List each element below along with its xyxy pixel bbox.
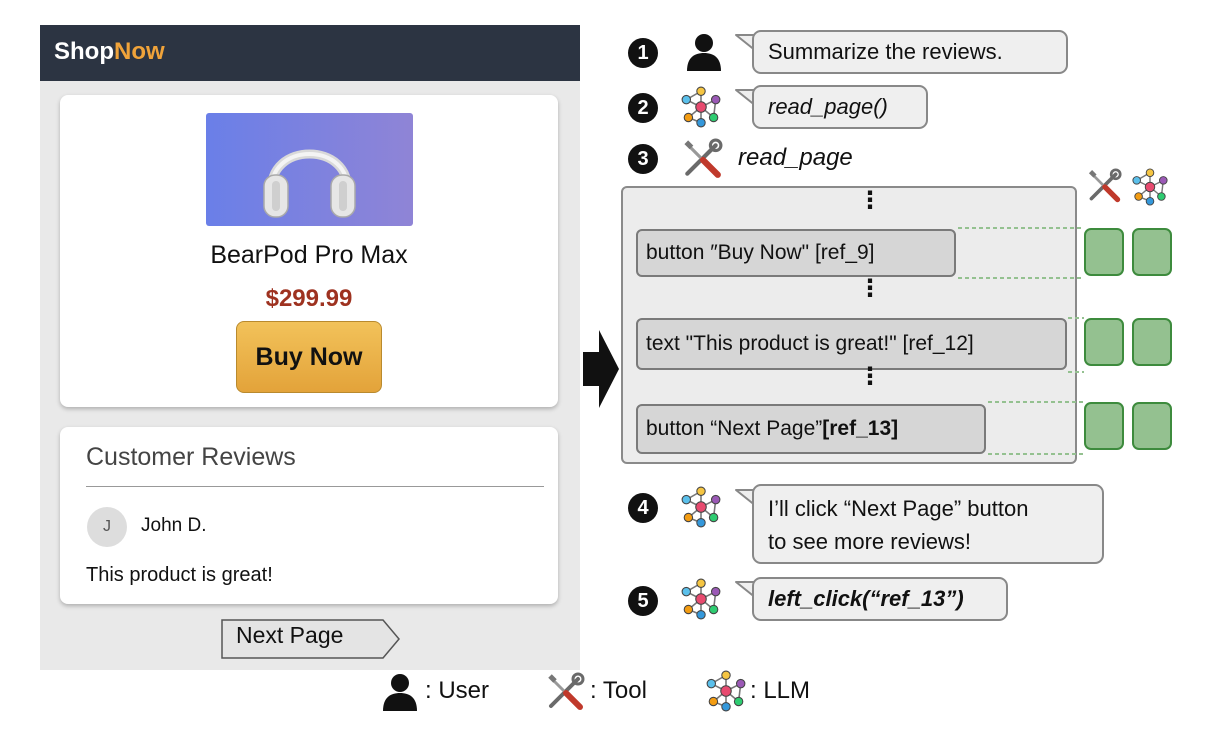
tool-icon — [545, 672, 585, 712]
llm-icon — [1131, 168, 1169, 206]
ellipsis: ⋮ — [858, 187, 882, 214]
brand-part-shop: Shop — [54, 38, 114, 65]
next-page-label: Next Page — [236, 622, 344, 648]
flow-arrow — [583, 330, 619, 408]
ellipsis: ⋮ — [858, 275, 882, 302]
tree-item-text: button ″Buy Now" [ref_9] — [646, 241, 875, 264]
tree-item-next-page: button “Next Page” [ref_13] — [636, 404, 986, 454]
reviews-title: Customer Reviews — [86, 443, 296, 471]
llm-action-bubble: left_click(“ref_13”) — [752, 577, 1008, 621]
ellipsis: ⋮ — [858, 363, 882, 390]
shop-page-mock: ShopNow BearPod Pro Max $299.99 Buy Now … — [40, 25, 580, 670]
tool-cell — [1084, 402, 1124, 450]
brand-part-now: Now — [114, 38, 165, 65]
reviewer-name: John D. — [141, 515, 207, 536]
product-image — [206, 113, 413, 226]
tool-cell — [1084, 228, 1124, 276]
tree-item-text: text "This product is great!" [ref_12] — [646, 332, 974, 355]
step-number-2: 2 — [628, 93, 658, 123]
step-number-3: 3 — [628, 144, 658, 174]
legend-llm-label: : LLM — [750, 677, 811, 704]
llm-tool-call-bubble: read_page() — [752, 85, 928, 129]
step-number-5: 5 — [628, 586, 658, 616]
llm-icon — [680, 86, 722, 128]
product-price: $299.99 — [265, 285, 353, 312]
llm-message-line-2: to see more reviews! — [768, 529, 971, 554]
step-number-1: 1 — [628, 38, 658, 68]
llm-icon — [680, 578, 722, 620]
user-message-text: Summarize the reviews. — [768, 39, 1003, 64]
legend-user-label: : User — [425, 677, 490, 704]
step-number-4: 4 — [628, 493, 658, 523]
connector-lines — [958, 227, 1084, 455]
llm-cell — [1132, 318, 1172, 366]
user-icon — [380, 672, 420, 712]
llm-cell — [1132, 402, 1172, 450]
llm-icon — [705, 670, 747, 712]
reviews-card: Customer Reviews J John D. This product … — [60, 427, 558, 604]
buy-now-button[interactable]: Buy Now — [236, 321, 382, 393]
tool-call-text: read_page() — [768, 94, 888, 119]
avatar: J — [87, 507, 127, 547]
llm-icon — [680, 486, 722, 528]
tool-cell — [1084, 318, 1124, 366]
next-page-button[interactable] — [221, 619, 401, 659]
tree-item-review-text: text "This product is great!" [ref_12] — [636, 318, 1067, 370]
tool-icon — [680, 138, 724, 180]
legend-tool-label: : Tool — [590, 677, 647, 704]
action-call-text: left_click(“ref_13”) — [768, 586, 964, 611]
brand-logo[interactable]: ShopNow — [54, 38, 165, 66]
review-text: This product is great! — [86, 564, 273, 586]
llm-cell — [1132, 228, 1172, 276]
tool-icon — [1086, 168, 1122, 204]
user-icon — [684, 30, 724, 74]
product-card: BearPod Pro Max $299.99 Buy Now — [60, 95, 558, 407]
product-name: BearPod Pro Max — [210, 241, 408, 269]
divider — [86, 486, 544, 487]
shop-header: ShopNow — [40, 25, 580, 81]
headphones-icon — [263, 149, 356, 218]
llm-message-line-1: I’ll click “Next Page” button — [768, 496, 1029, 521]
llm-message-bubble: I’ll click “Next Page” button to see mor… — [752, 484, 1104, 564]
tree-item-ref: [ref_13] — [822, 417, 899, 440]
tree-item-text: button “Next Page” — [646, 417, 823, 440]
tool-name-label: read_page — [738, 144, 853, 171]
user-message-bubble: Summarize the reviews. — [752, 30, 1068, 74]
tree-item-buy-now: button ″Buy Now" [ref_9] — [636, 229, 956, 277]
